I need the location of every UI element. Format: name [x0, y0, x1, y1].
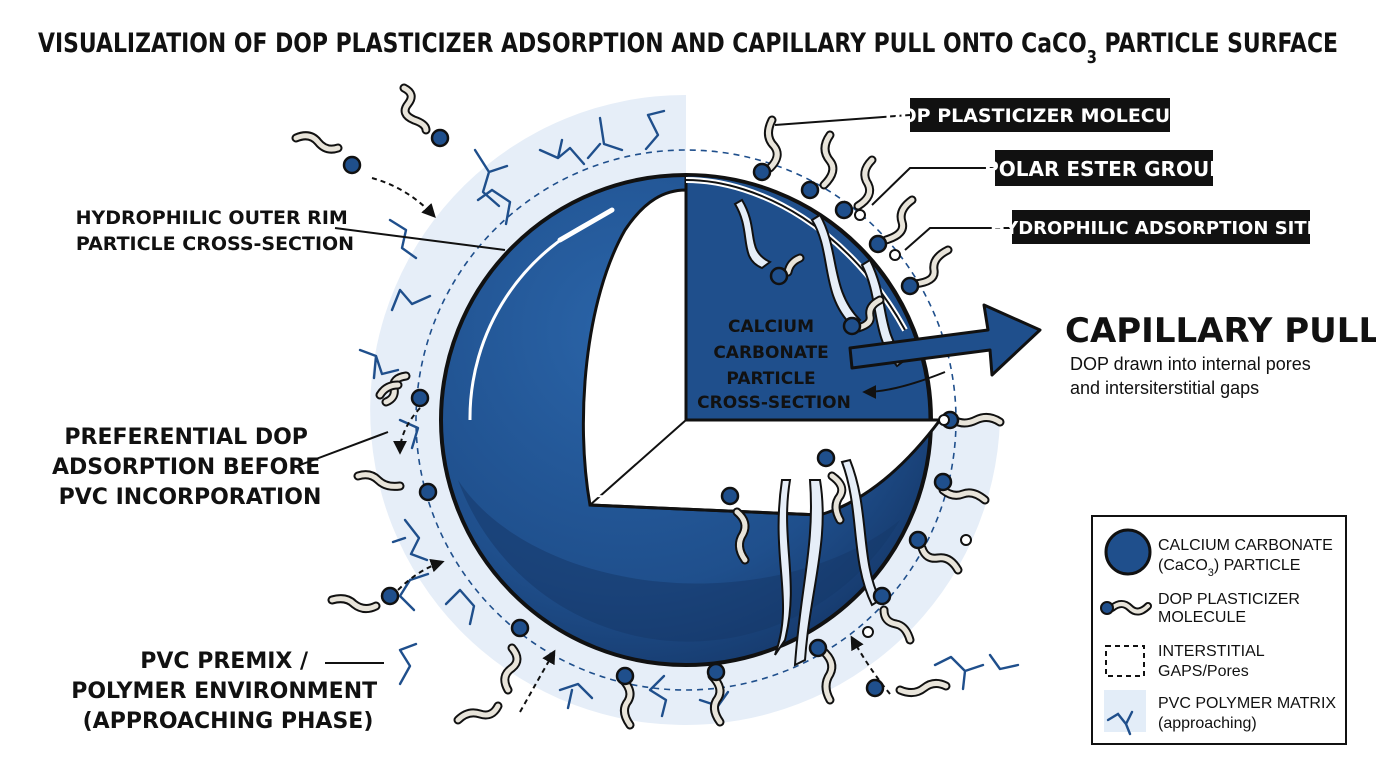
dop-molecule: [908, 530, 963, 575]
dop-molecule: [865, 678, 951, 698]
legend-pvc-swatch: [1104, 690, 1146, 732]
dop-molecule: [375, 380, 403, 400]
capillary-pull-arrow: [848, 303, 1042, 399]
capillary-pull-title: CAPILLARY PULL: [1065, 311, 1376, 351]
dop-molecule: [720, 486, 750, 565]
legend-gaps-label: INTERSTITIAL GAPS/Pores: [1158, 643, 1269, 680]
legend-gaps-swatch: [1105, 645, 1145, 677]
callout-polar-ester: POLAR ESTER GROUP: [984, 150, 1224, 186]
dop-molecule: [808, 638, 837, 705]
callout-adsorption-sites: HYDROPHILIC ADSORPTION SITES: [990, 210, 1332, 244]
dop-molecule: [868, 195, 917, 254]
page-title: VISUALIZATION OF DOP PLASTICIZER ADSORPT…: [38, 28, 1338, 68]
dop-molecule: [615, 666, 635, 730]
callout-polar-ester-text: POLAR ESTER GROUP: [984, 157, 1224, 181]
dop-molecule: [706, 662, 726, 727]
dop-molecule: [353, 470, 438, 502]
label-pvc-premix: PVC PREMIX / POLYMER ENVIRONMENT (APPROA…: [71, 649, 385, 734]
dop-molecule: [872, 586, 915, 645]
label-preferential-adsorption: PREFERENTIAL DOP ADSORPTION BEFORE PVC I…: [52, 425, 328, 510]
dop-molecule: [842, 295, 885, 336]
dop-molecule: [291, 131, 362, 175]
legend-particle-label: CALCIUM CARBONATE (CaCO3) PARTICLE: [1158, 537, 1337, 579]
dop-molecule: [399, 83, 450, 148]
pvc-polymer-strands: [358, 109, 1020, 718]
legend-dop-label: DOP PLASTICIZER MOLECULE: [1158, 591, 1304, 626]
approach-arrows: [371, 177, 891, 713]
polar-ester-markers: [854, 209, 972, 638]
dop-molecule: [500, 643, 522, 695]
dop-molecule: [933, 472, 990, 505]
dop-molecule: [453, 618, 530, 725]
dop-molecule: [834, 155, 877, 220]
dop-molecule: [816, 448, 847, 525]
legend-pvc-label: PVC POLYMER MATRIX (approaching): [1158, 695, 1341, 732]
caco3-particle: [439, 173, 944, 667]
legend-dop-swatch: [1100, 600, 1152, 616]
callout-adsorption-sites-text: HYDROPHILIC ADSORPTION SITES: [990, 218, 1332, 239]
callout-dop-molecule-text: DOP PLASTICIZER MOLECULE: [885, 105, 1196, 127]
dop-molecule: [769, 253, 805, 286]
dop-molecule: [800, 130, 838, 200]
label-hydrophilic-rim: HYDROPHILIC OUTER RIM PARTICLE CROSS-SEC…: [76, 207, 355, 255]
legend-particle-swatch: [1104, 528, 1152, 576]
dop-molecule: [752, 115, 782, 182]
dop-molecule: [900, 245, 953, 296]
capillary-pull-description: DOP drawn into internal pores and inters…: [1070, 354, 1316, 398]
capillary-cracks: [733, 198, 907, 667]
label-center-cross-section: CALCIUM CARBONATE PARTICLE CROSS-SECTION: [697, 317, 851, 413]
dop-molecule: [327, 586, 400, 614]
leader-lines: [299, 114, 1012, 664]
callout-dop-molecule: DOP PLASTICIZER MOLECULE: [885, 98, 1196, 132]
legend: CALCIUM CARBONATE (CaCO3) PARTICLE DOP P…: [1091, 515, 1347, 745]
